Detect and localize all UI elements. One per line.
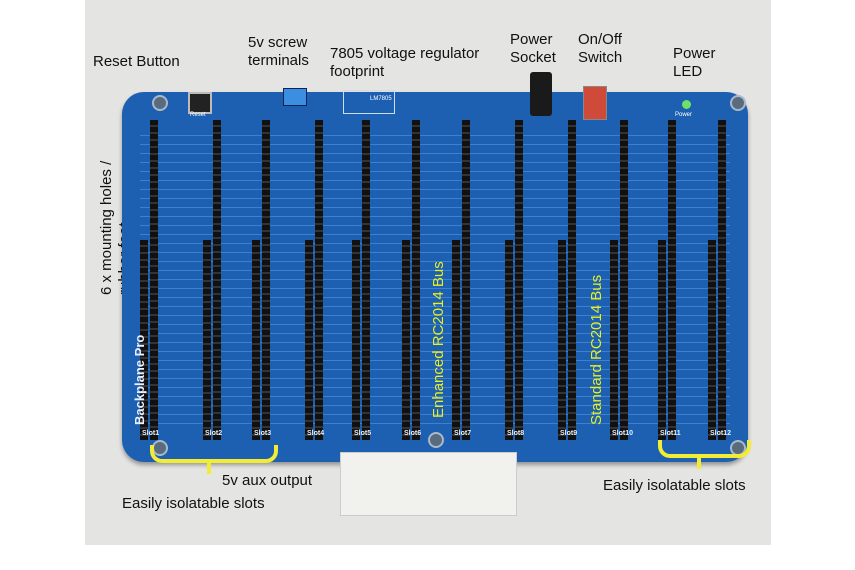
mounting-hole	[428, 432, 444, 448]
bus-trace	[140, 414, 730, 415]
slot-header-extended	[140, 240, 148, 440]
bus-trace	[140, 387, 730, 388]
label-isolatable-right: Easily isolatable slots	[603, 477, 746, 494]
label-on-off-switch: On/Off Switch	[578, 31, 623, 66]
power-led-silk: Power	[675, 112, 693, 118]
bus-trace	[140, 324, 730, 325]
slot-header-extended	[305, 240, 313, 440]
board-name: Backplane Pro	[132, 334, 147, 425]
label-screw-terminals: 5v screw terminals	[248, 34, 309, 69]
power-socket	[530, 72, 552, 116]
slot-header-extended	[708, 240, 716, 440]
slot-header	[262, 120, 270, 440]
slot-label: Slot8	[507, 430, 525, 437]
bus-trace	[140, 144, 730, 145]
bus-trace	[140, 261, 730, 262]
slot-label: Slot11	[660, 430, 681, 437]
bus-trace	[140, 306, 730, 307]
bus-trace	[140, 360, 730, 361]
regulator-footprint	[343, 90, 395, 114]
bus-trace	[140, 252, 730, 253]
bus-trace	[140, 198, 730, 199]
label-power-led: Power LED	[673, 45, 716, 80]
reset-silk: Reset	[190, 112, 206, 118]
label-reset-button: Reset Button	[93, 53, 180, 70]
standard-bus-label: Standard RC2014 Bus	[588, 274, 605, 425]
slot-label: Slot1	[142, 430, 160, 437]
bus-trace	[140, 369, 730, 370]
slot-header-extended	[505, 240, 513, 440]
bus-trace	[140, 135, 730, 136]
bus-trace	[140, 225, 730, 226]
bus-trace	[140, 396, 730, 397]
slot-header	[315, 120, 323, 440]
slot-label: Slot4	[307, 430, 325, 437]
slot-label: Slot2	[205, 430, 223, 437]
label-power-socket: Power Socket	[510, 31, 556, 66]
bus-trace	[140, 162, 730, 163]
label-isolatable-left: Easily isolatable slots	[122, 495, 265, 512]
slot-header	[620, 120, 628, 440]
bus-trace	[140, 234, 730, 235]
slot-header	[462, 120, 470, 440]
bus-trace	[140, 171, 730, 172]
label-regulator: 7805 voltage regulator footprint	[330, 45, 480, 80]
slot-label: Slot6	[404, 430, 422, 437]
slot-header-extended	[610, 240, 618, 440]
bus-trace	[140, 243, 730, 244]
bus-trace	[140, 423, 730, 424]
bus-trace	[140, 288, 730, 289]
slot-label: Slot5	[354, 430, 372, 437]
bus-trace	[140, 207, 730, 208]
slot-label: Slot7	[454, 430, 472, 437]
slot-header	[412, 120, 420, 440]
slot-header-extended	[352, 240, 360, 440]
slot-header-extended	[658, 240, 666, 440]
slot-label: Slot3	[254, 430, 272, 437]
bus-trace	[140, 333, 730, 334]
bus-trace	[140, 180, 730, 181]
slot-header	[362, 120, 370, 440]
slot-header	[568, 120, 576, 440]
bus-trace	[140, 342, 730, 343]
left-brace-tip	[207, 460, 211, 474]
bus-trace	[140, 153, 730, 154]
enhanced-bus-label: Enhanced RC2014 Bus	[430, 261, 447, 418]
plastic-foot-block	[340, 452, 517, 516]
bus-trace	[140, 297, 730, 298]
slot-header	[718, 120, 726, 440]
slot-label: Slot10	[612, 430, 634, 437]
bus-trace	[140, 351, 730, 352]
bus-trace	[140, 279, 730, 280]
right-brace	[658, 440, 751, 458]
mounting-hole	[730, 95, 746, 111]
power-led	[682, 100, 691, 109]
slot-header-extended	[252, 240, 260, 440]
regulator-silk: LM7805	[370, 96, 392, 102]
bus-trace	[140, 189, 730, 190]
label-aux-output: 5v aux output	[222, 472, 313, 489]
slot-header	[515, 120, 523, 440]
on-off-switch	[583, 86, 607, 120]
left-brace	[150, 445, 278, 463]
slot-header-extended	[558, 240, 566, 440]
slot-header	[150, 120, 158, 440]
screw-terminal-block	[283, 88, 307, 106]
slot-label: Slot9	[560, 430, 578, 437]
slot-header	[668, 120, 676, 440]
mounting-hole	[152, 95, 168, 111]
right-brace-tip	[697, 455, 701, 469]
reset-button	[188, 92, 212, 114]
bus-trace	[140, 216, 730, 217]
bus-trace	[140, 405, 730, 406]
slot-header-extended	[452, 240, 460, 440]
slot-label: Slot12	[710, 430, 732, 437]
slot-header-extended	[203, 240, 211, 440]
bus-trace	[140, 270, 730, 271]
slot-header-extended	[402, 240, 410, 440]
bus-trace	[140, 378, 730, 379]
slot-header	[213, 120, 221, 440]
bus-trace	[140, 315, 730, 316]
